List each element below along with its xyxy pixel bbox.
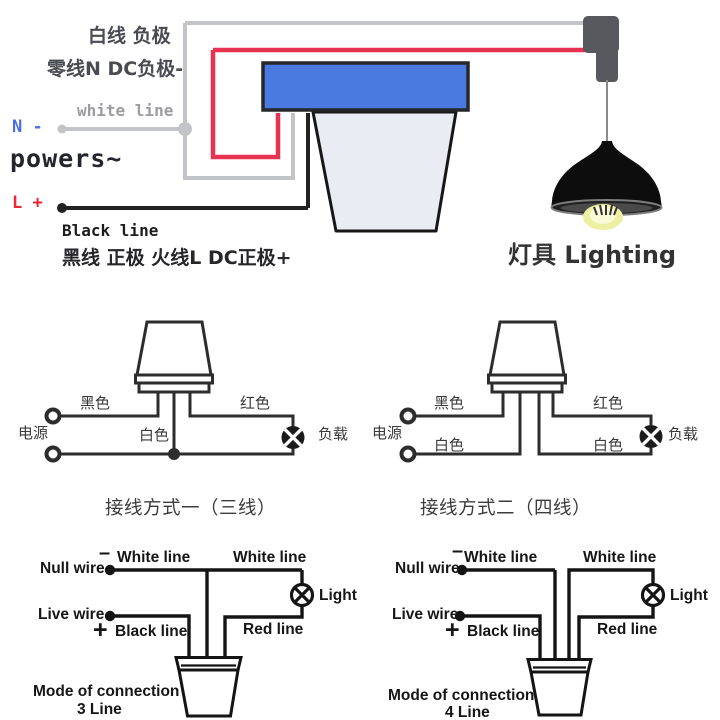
wires	[60, 392, 295, 456]
photocell-icon	[487, 320, 567, 394]
bl-label-light: Light	[319, 587, 357, 604]
bl-label-white-line-right: White line	[233, 549, 307, 566]
mr-label-load: 负载	[668, 425, 699, 443]
label-black-line-en: Black line	[62, 221, 159, 240]
wire-end-dot	[57, 203, 67, 213]
four-wire-diagram	[399, 320, 663, 463]
three-wire-diagram	[44, 320, 305, 463]
bl-label-red-line: Red line	[243, 621, 304, 638]
wire-junction-dot	[178, 122, 192, 136]
junction-dot	[168, 448, 180, 460]
terminal-dot	[104, 610, 116, 622]
br-plus-sign: +	[445, 616, 460, 644]
caption-three-wire: 接线方式一（三线）	[105, 498, 277, 519]
ml-label-red: 红色	[240, 394, 271, 412]
top-wiring-diagram	[57, 16, 663, 233]
lamp-holder-icon	[174, 656, 243, 718]
ml-label-black: 黑色	[80, 394, 111, 412]
connector-plug-icon	[583, 16, 619, 82]
label-lighting: 灯具 Lighting	[508, 241, 677, 269]
label-powers: powers~	[10, 144, 123, 173]
glowing-bulb-icon	[583, 204, 623, 230]
bl-label-black-line: Black line	[115, 623, 188, 640]
bl-label-mode-title: Mode of connection	[33, 683, 180, 700]
wire-end-dot	[57, 124, 67, 134]
br-label-white-line-right: White line	[583, 549, 657, 566]
terminal-dot	[456, 564, 468, 576]
mr-label-power: 电源	[372, 424, 403, 442]
br-label-mode-title: Mode of connection	[388, 687, 535, 704]
br-label-null-wire: Null wire	[395, 560, 460, 577]
lamp-shade-icon	[551, 141, 662, 208]
br-label-red-line: Red line	[597, 621, 658, 638]
power-terminal	[399, 407, 417, 425]
power-terminal	[399, 445, 417, 463]
label-l-terminal: L +	[12, 193, 43, 213]
br-label-live-wire: Live wire	[392, 606, 459, 623]
mr-label-white-right: 白色	[593, 436, 624, 454]
lamp-cup-icon	[311, 110, 458, 233]
light-bulb-icon	[640, 582, 666, 608]
caption-four-wire: 接线方式二（四线）	[420, 498, 592, 519]
label-n-terminal: N -	[12, 117, 43, 137]
photocell-icon	[134, 320, 214, 394]
terminal-dot	[104, 564, 116, 576]
br-minus-sign: –	[452, 540, 464, 562]
wires	[415, 392, 653, 456]
light-bulb-icon	[289, 582, 315, 608]
br-label-mode-type: 4 Line	[445, 704, 490, 720]
label-live-line-cn: 黑线 正极 火线L DC正极+	[62, 247, 292, 269]
mr-label-white-left: 白色	[434, 436, 465, 454]
mr-label-black: 黑色	[434, 394, 465, 412]
mr-label-red: 红色	[593, 394, 624, 412]
label-white-line-cn: 白线 负极	[88, 25, 171, 47]
load-lamp-icon	[639, 425, 663, 448]
label-neutral-line-cn: 零线N DC负极-	[47, 58, 184, 80]
br-label-black-line: Black line	[467, 623, 540, 640]
terminal-dot	[454, 610, 466, 622]
ml-label-power: 电源	[18, 424, 49, 442]
br-label-light: Light	[670, 587, 708, 604]
br-label-white-line-top: White line	[464, 549, 538, 566]
load-lamp-icon	[281, 426, 305, 449]
bl-label-white-line-top: White line	[117, 549, 191, 566]
mode-3line-diagram	[104, 564, 315, 718]
white-neutral-wire	[62, 21, 584, 180]
ml-label-load: 负载	[318, 425, 349, 443]
bl-label-mode-type: 3 Line	[77, 701, 122, 718]
mode-4line-diagram	[454, 564, 666, 717]
label-white-line-en: white line	[77, 101, 174, 120]
red-live-wire	[210, 47, 593, 160]
black-wire	[62, 113, 310, 210]
photocell-sensor-box	[261, 61, 470, 112]
bl-plus-sign: +	[93, 616, 108, 644]
bl-label-live-wire: Live wire	[38, 606, 105, 623]
ml-label-white: 白色	[139, 426, 170, 444]
power-terminal	[44, 445, 62, 463]
power-terminal	[44, 407, 62, 425]
lamp-holder-icon	[526, 658, 593, 717]
bl-label-null-wire: Null wire	[40, 560, 105, 577]
wires	[110, 568, 304, 658]
wires	[460, 568, 655, 660]
bl-minus-sign: –	[99, 542, 111, 564]
